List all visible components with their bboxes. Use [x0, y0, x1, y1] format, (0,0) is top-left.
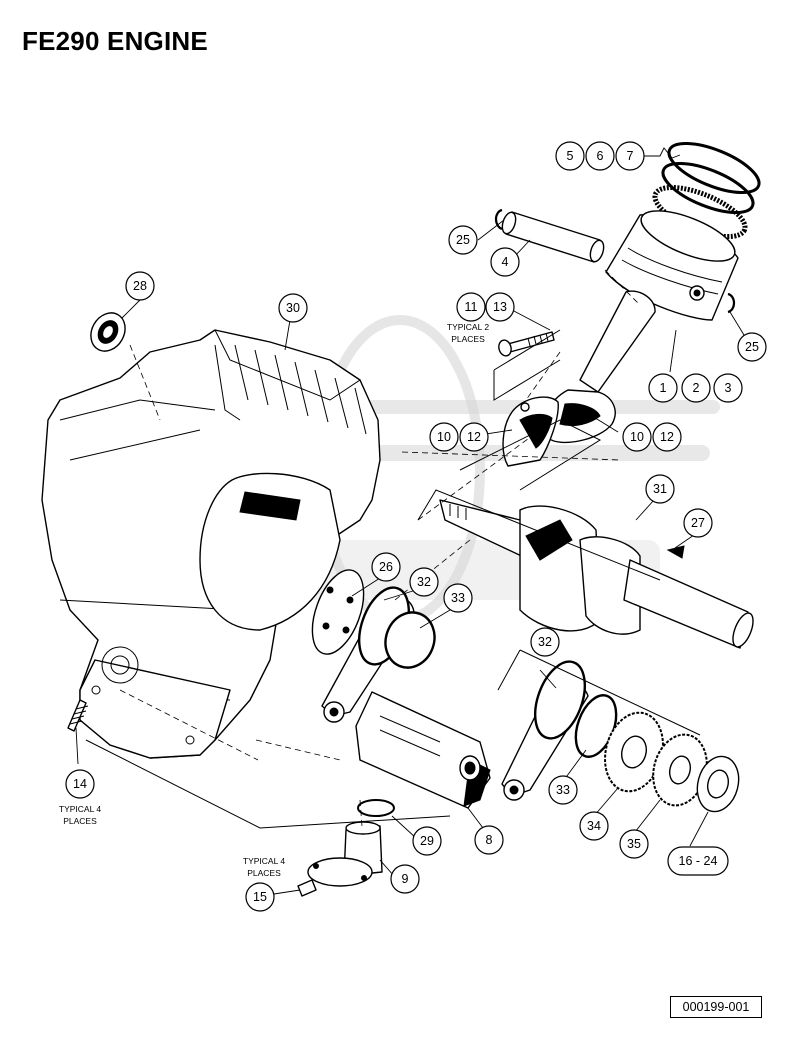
callout-34: 34: [579, 811, 609, 841]
group-brackets: [85, 329, 701, 829]
callout-29: 29: [412, 826, 442, 856]
callout-13: 13: [485, 292, 515, 322]
flange-bolt-part: [297, 879, 317, 897]
svg-text:16 - 24: 16 - 24: [679, 854, 718, 868]
callout-7: 7: [615, 141, 645, 171]
callout-27: 27: [683, 508, 713, 538]
svg-text:13: 13: [493, 300, 507, 314]
callout-28: 28: [125, 271, 155, 301]
svg-text:25: 25: [456, 233, 470, 247]
svg-text:6: 6: [597, 149, 604, 163]
piston-pin-part: [501, 211, 605, 263]
svg-text:1: 1: [660, 381, 667, 395]
callout-9: 9: [390, 864, 420, 894]
callout-15: 15: [245, 882, 275, 912]
callout-8: 8: [474, 825, 504, 855]
callout-25-left: 25: [448, 225, 478, 255]
callout-33-right: 33: [548, 775, 578, 805]
svg-text:PLACES: PLACES: [451, 334, 485, 344]
shim-washer-part: [696, 755, 740, 813]
svg-text:26: 26: [379, 560, 393, 574]
stud-part: [67, 699, 89, 732]
svg-text:PLACES: PLACES: [247, 868, 281, 878]
callout-12-right: 12: [652, 422, 682, 452]
svg-text:4: 4: [502, 255, 509, 269]
connecting-rod-part: [542, 290, 656, 444]
oil-seal-part: [90, 312, 126, 352]
callout-4: 4: [490, 247, 520, 277]
callout-32-right: 32: [530, 627, 560, 657]
svg-text:12: 12: [467, 430, 481, 444]
callout-10-left: 10: [429, 422, 459, 452]
svg-text:14: 14: [73, 777, 87, 791]
svg-text:35: 35: [627, 837, 641, 851]
svg-text:2: 2: [693, 381, 700, 395]
callout-16-24: 16 - 24: [667, 846, 729, 876]
leader-lines: [75, 147, 745, 895]
circlip-parts: [494, 208, 736, 314]
svg-text:10: 10: [437, 430, 451, 444]
svg-text:TYPICAL 4: TYPICAL 4: [243, 856, 285, 866]
callout-11: 11: [456, 292, 486, 322]
rod-bolt-part: [498, 331, 555, 357]
svg-text:27: 27: [691, 516, 705, 530]
callout-5: 5: [555, 141, 585, 171]
note-typical-4-places-bolt: TYPICAL 4 PLACES: [243, 856, 285, 878]
callout-25-right: 25: [737, 332, 767, 362]
svg-text:3: 3: [725, 381, 732, 395]
svg-text:11: 11: [465, 300, 478, 314]
callout-35: 35: [619, 829, 649, 859]
balancer-rod-right-part: [501, 660, 618, 801]
callout-33-left: 33: [443, 583, 473, 613]
svg-text:34: 34: [587, 819, 601, 833]
crankcase-block: [41, 329, 381, 759]
callout-32-left: 32: [409, 567, 439, 597]
oring-part: [357, 799, 395, 817]
svg-text:7: 7: [627, 149, 634, 163]
svg-text:15: 15: [253, 890, 267, 904]
note-typical-4-places-stud: TYPICAL 4 PLACES: [59, 804, 101, 826]
svg-text:29: 29: [420, 834, 434, 848]
rod-cap-part: [502, 396, 559, 467]
svg-text:32: 32: [538, 635, 552, 649]
svg-text:TYPICAL 4: TYPICAL 4: [59, 804, 101, 814]
balancer-part: [355, 691, 491, 809]
svg-text:8: 8: [486, 833, 493, 847]
callout-6: 6: [585, 141, 615, 171]
svg-text:9: 9: [402, 872, 409, 886]
svg-text:10: 10: [630, 430, 644, 444]
callout-2: 2: [681, 373, 711, 403]
svg-text:5: 5: [567, 149, 574, 163]
svg-text:31: 31: [653, 482, 667, 496]
svg-text:28: 28: [133, 279, 147, 293]
page-title: FE290 ENGINE: [22, 26, 208, 56]
svg-text:32: 32: [417, 575, 431, 589]
callout-10-right: 10: [622, 422, 652, 452]
callout-14: 14: [65, 769, 95, 799]
svg-text:PLACES: PLACES: [63, 816, 97, 826]
callout-31: 31: [645, 474, 675, 504]
svg-text:30: 30: [286, 301, 300, 315]
callout-12-left: 12: [459, 422, 489, 452]
callout-3: 3: [713, 373, 743, 403]
callout-30: 30: [278, 293, 308, 323]
svg-text:33: 33: [556, 783, 570, 797]
shaft-flange-part: [307, 821, 383, 887]
callout-26: 26: [371, 552, 401, 582]
svg-text:TYPICAL 2: TYPICAL 2: [447, 322, 489, 332]
svg-text:25: 25: [745, 340, 759, 354]
drawing-code-label: 000199-001: [670, 996, 762, 1018]
svg-text:12: 12: [660, 430, 674, 444]
note-typical-2-places: TYPICAL 2 PLACES: [447, 322, 489, 344]
svg-text:33: 33: [451, 591, 465, 605]
callout-1: 1: [648, 373, 678, 403]
crankshaft-part: [439, 499, 754, 649]
